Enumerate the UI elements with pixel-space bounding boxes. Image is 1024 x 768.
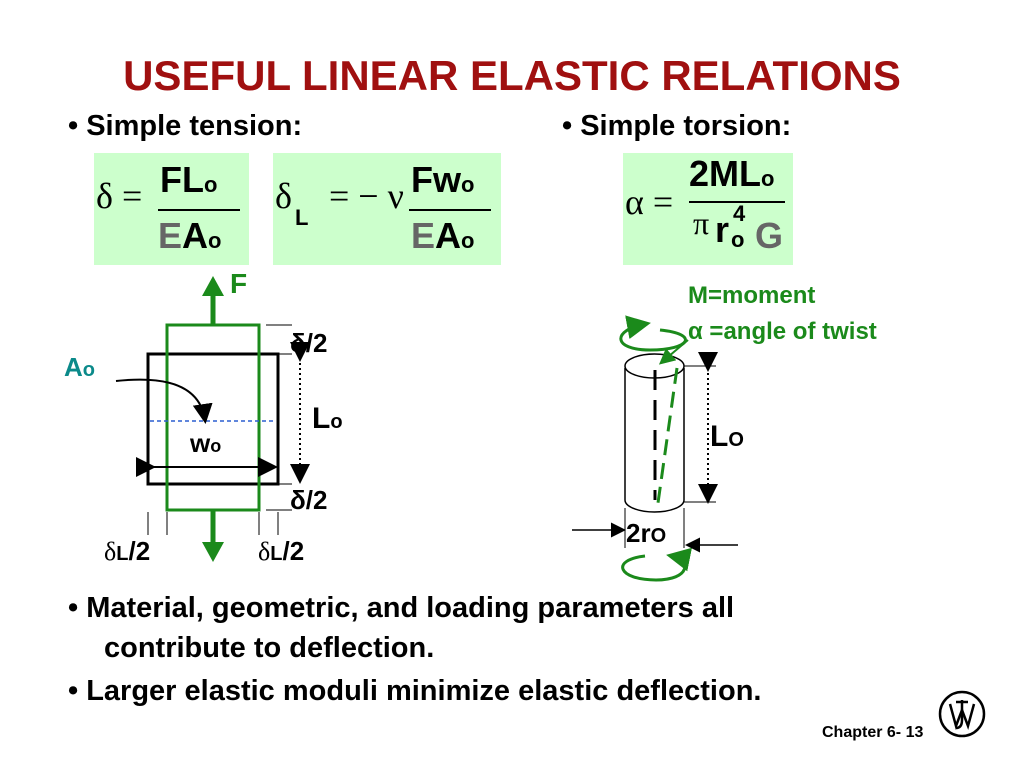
delta-half-bottom: δ/2	[290, 485, 328, 515]
force-arrowhead-down	[202, 542, 224, 562]
specimen-original	[146, 352, 280, 486]
eq1-numerator: FLo	[160, 159, 218, 200]
force-label: F	[230, 268, 248, 299]
eq3-numerator: 2MLo	[689, 153, 775, 194]
slide-title: USEFUL LINEAR ELASTIC RELATIONS	[123, 52, 901, 99]
moment-curl-bottom	[621, 547, 693, 582]
eq2-lhs-sub: L	[295, 205, 309, 230]
eq3-den-r: r	[715, 209, 730, 250]
bullet-simple-torsion: • Simple torsion:	[562, 110, 792, 142]
moment-curl-top	[619, 315, 687, 352]
eq2-fraction-bar	[409, 209, 491, 211]
bullet-moduli: • Larger elastic moduli minimize elastic…	[68, 675, 762, 707]
bullet-simple-tension: • Simple tension:	[68, 110, 303, 142]
eq2-relation: = − ν	[329, 176, 404, 216]
delta-half-top: δ/2	[290, 328, 328, 358]
cylinder-bottom-arc	[624, 499, 685, 513]
moment-label: M=moment	[688, 282, 816, 309]
eq1-lhs: δ =	[96, 176, 143, 216]
eq2-denominator: EAo	[411, 215, 475, 256]
equation-box-lateral: δ L = − ν Fwo EAo	[273, 153, 501, 265]
bullet-parameters: • Material, geometric, and loading param…	[68, 592, 735, 624]
delta-l-left: δL/2	[104, 536, 151, 566]
publisher-logo	[938, 690, 986, 738]
bullet-parameters-cont: contribute to deflection.	[104, 632, 435, 664]
eq3-lhs: α =	[625, 182, 674, 222]
force-arrowhead-up	[202, 276, 224, 296]
delta-l-right: δL/2	[258, 536, 305, 566]
equation-box-twist: α = 2MLo π r o 4 G	[623, 153, 793, 265]
width-label: wo	[190, 428, 222, 458]
eq2-lhs: δ	[275, 176, 292, 216]
twisted-line	[655, 367, 679, 511]
length-label: Lo	[312, 402, 343, 435]
eq3-den-r-sub: o	[731, 227, 745, 252]
eq3-den-pi: π	[693, 205, 710, 241]
eq1-fraction-bar	[158, 209, 240, 211]
cyl-length-label: LO	[710, 420, 744, 453]
radius-label: 2rO	[626, 518, 667, 548]
area-pointer-arrow	[115, 378, 213, 424]
eq2-numerator: Fwo	[411, 159, 475, 200]
logo-icon	[938, 690, 986, 738]
chapter-number: Chapter 6- 13	[822, 724, 924, 741]
equation-box-elongation: δ = FLo EAo	[94, 153, 249, 265]
twist-label: α =angle of twist	[688, 318, 877, 345]
eq3-fraction-bar	[689, 201, 785, 203]
area-label: Ao	[64, 352, 95, 382]
eq1-denominator: EAo	[158, 215, 222, 256]
angle-pointer	[658, 339, 689, 365]
eq3-den-G: G	[755, 215, 784, 256]
eq3-den-r-sup: 4	[733, 201, 746, 226]
